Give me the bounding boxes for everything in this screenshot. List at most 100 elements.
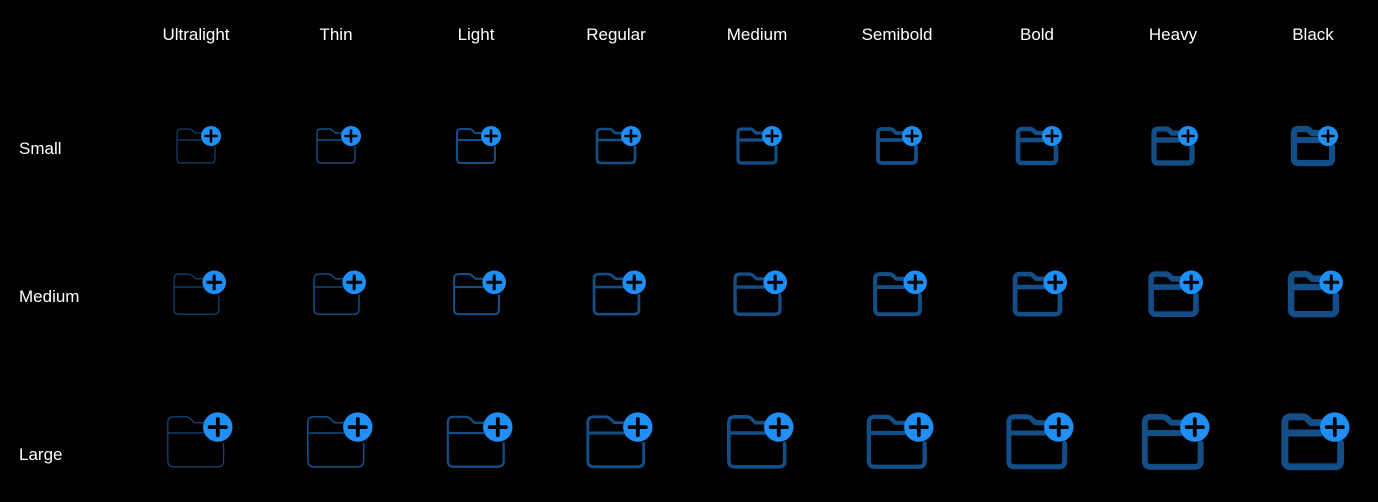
plus-glyph — [344, 129, 358, 143]
folder-outline — [595, 127, 637, 165]
weight-header-bold: Bold — [1019, 25, 1055, 44]
symbol-cell-small-ultralight — [171, 123, 221, 167]
plus-glyph — [1045, 129, 1059, 143]
folder-outline — [1015, 126, 1059, 166]
weight-header-light: Light — [457, 25, 495, 44]
plus-glyph — [906, 274, 923, 291]
folder-outline — [316, 128, 356, 164]
plus-glyph — [1322, 274, 1339, 291]
folder-outline — [173, 273, 219, 315]
folder-outline — [872, 272, 922, 317]
symbol-cell-small-thin — [311, 123, 361, 167]
symbol-cell-medium-medium — [728, 267, 787, 319]
weight-header-semibold: Semibold — [861, 25, 933, 44]
folder-badge-plus-icon — [1006, 412, 1074, 469]
folder-badge-plus-icon — [1287, 270, 1343, 318]
plus-glyph — [345, 274, 362, 291]
folder-outline — [592, 272, 640, 316]
folder-outline — [452, 273, 500, 316]
plus-glyph — [204, 129, 218, 143]
folder-badge-plus-icon — [1281, 412, 1350, 470]
weight-header-thin: Thin — [319, 25, 353, 44]
folder-badge-plus-icon — [312, 270, 366, 315]
plus-glyph — [909, 416, 930, 437]
folder-badge-plus-icon — [1147, 270, 1203, 317]
symbol-cell-large-ultralight — [159, 408, 233, 473]
scale-header-medium: Medium — [19, 287, 80, 306]
symbol-cell-large-black — [1276, 408, 1350, 473]
scale-header-large: Large — [19, 445, 63, 464]
symbol-cell-small-regular — [591, 123, 641, 167]
folder-badge-plus-icon — [586, 412, 653, 468]
symbol-cell-small-light — [451, 123, 501, 167]
symbol-cell-large-regular — [579, 408, 653, 473]
plus-glyph — [1325, 416, 1346, 437]
folder-badge-plus-icon — [307, 412, 373, 468]
folder-outline — [176, 128, 216, 164]
folder-outline — [312, 273, 360, 315]
folder-outline — [446, 415, 506, 468]
symbol-cell-small-heavy — [1148, 123, 1198, 167]
folder-outline — [1142, 413, 1204, 470]
folder-badge-plus-icon — [167, 412, 233, 468]
folder-badge-plus-icon — [1151, 126, 1198, 166]
folder-outline — [1147, 271, 1199, 317]
symbol-cell-medium-black — [1284, 267, 1343, 319]
plus-glyph — [625, 274, 642, 291]
folder-outline — [1151, 126, 1195, 166]
folder-outline — [727, 414, 787, 469]
plus-glyph — [484, 129, 498, 143]
plus-glyph — [208, 416, 229, 437]
folder-badge-plus-icon — [446, 412, 513, 468]
folder-outline — [876, 127, 918, 165]
folder-badge-plus-icon — [1015, 126, 1062, 166]
folder-badge-plus-icon — [456, 126, 501, 164]
symbol-cell-large-heavy — [1136, 408, 1210, 473]
folder-badge-plus-icon — [1142, 412, 1210, 470]
plus-glyph — [1182, 274, 1199, 291]
symbol-cell-small-black — [1288, 123, 1338, 167]
folder-badge-plus-icon — [1290, 125, 1338, 167]
folder-outline — [866, 414, 928, 469]
plus-glyph — [485, 274, 502, 291]
folder-outline — [456, 128, 496, 164]
plus-glyph — [205, 274, 222, 291]
plus-glyph — [1049, 416, 1070, 437]
plus-glyph — [1181, 129, 1195, 143]
plus-glyph — [1185, 416, 1206, 437]
folder-outline — [586, 415, 646, 468]
folder-badge-plus-icon — [452, 270, 506, 316]
plus-glyph — [905, 129, 919, 143]
symbol-cell-large-semibold — [860, 408, 934, 473]
symbol-cell-small-bold — [1012, 123, 1062, 167]
symbol-cell-large-medium — [720, 408, 794, 473]
weight-header-heavy: Heavy — [1148, 25, 1198, 44]
plus-glyph — [766, 274, 783, 291]
scale-header-small: Small — [19, 139, 62, 158]
folder-outline — [1012, 271, 1062, 317]
plus-glyph — [488, 416, 509, 437]
plus-glyph — [624, 129, 638, 143]
folder-outline — [167, 415, 225, 468]
folder-badge-plus-icon — [595, 126, 641, 165]
weight-header-ultralight: Ultralight — [162, 25, 230, 44]
symbol-cell-small-medium — [732, 123, 782, 167]
folder-badge-plus-icon — [592, 270, 646, 316]
symbol-cell-large-light — [439, 408, 513, 473]
weight-header-black: Black — [1292, 25, 1334, 44]
symbol-cell-medium-regular — [587, 267, 646, 319]
symbol-cell-medium-light — [447, 267, 506, 319]
folder-badge-plus-icon — [732, 270, 787, 316]
folder-outline — [732, 272, 782, 316]
folder-outline — [1290, 125, 1336, 167]
plus-glyph — [765, 129, 779, 143]
folder-badge-plus-icon — [173, 270, 226, 315]
symbol-cell-medium-heavy — [1144, 267, 1203, 319]
symbol-cell-large-thin — [299, 408, 373, 473]
folder-badge-plus-icon — [866, 412, 934, 469]
folder-outline — [307, 415, 365, 468]
symbol-cell-medium-semibold — [868, 267, 927, 319]
weight-header-medium: Medium — [726, 25, 788, 44]
folder-outline — [1281, 413, 1345, 470]
folder-outline — [1006, 413, 1068, 469]
